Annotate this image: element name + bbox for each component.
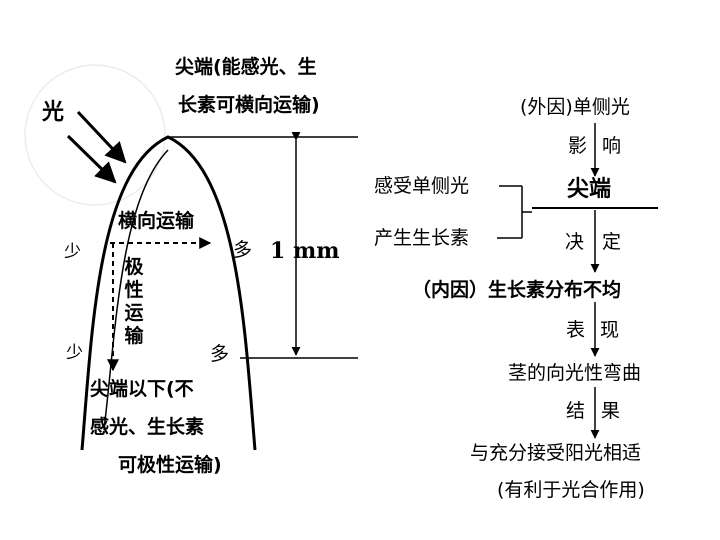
influence-char-2: 响 bbox=[602, 135, 622, 157]
coleoptile-inner-line bbox=[103, 149, 169, 431]
external-cause: (外因)单侧光 bbox=[520, 96, 630, 118]
internal-cause: （内因）生长素分布不均 bbox=[412, 279, 622, 301]
result-char-1: 结 bbox=[566, 400, 586, 422]
tip-node: 尖端 bbox=[567, 177, 612, 202]
more-label-bottom: 多 bbox=[210, 343, 230, 365]
show-char-1: 表 bbox=[566, 319, 586, 341]
below-tip-line1: 尖端以下(不 bbox=[90, 378, 194, 400]
tip-description-line1: 尖端(能感光、生 bbox=[175, 56, 317, 78]
show-char-2: 现 bbox=[600, 319, 620, 341]
light-label: 光 bbox=[42, 100, 65, 125]
influence-char-1: 影 bbox=[568, 135, 588, 157]
more-label-top: 多 bbox=[233, 239, 253, 261]
phototropism-node: 茎的向光性弯曲 bbox=[508, 362, 642, 384]
length-label: 1 mm bbox=[270, 238, 340, 264]
tip-description-line2: 长素可横向运输) bbox=[178, 94, 320, 116]
less-label-top: 少 bbox=[64, 242, 81, 262]
below-tip-line3: 可极性运输) bbox=[118, 454, 222, 476]
adaptation-line1: 与充分接受阳光相适 bbox=[470, 442, 642, 464]
result-char-2: 果 bbox=[601, 400, 621, 422]
adaptation-line2: (有利于光合作用) bbox=[497, 479, 645, 501]
produce-auxin-label: 产生生长素 bbox=[374, 227, 470, 249]
decide-char-2: 定 bbox=[602, 231, 622, 253]
lateral-transport-label: 横向运输 bbox=[118, 210, 195, 232]
light-arrow-2 bbox=[66, 134, 117, 184]
less-label-bottom: 少 bbox=[66, 343, 83, 363]
decide-char-1: 决 bbox=[565, 231, 585, 253]
light-arrow-1 bbox=[76, 110, 127, 164]
coleoptile-outline bbox=[80, 135, 257, 451]
light-halo bbox=[24, 64, 166, 206]
below-tip-line2: 感光、生长素 bbox=[90, 416, 205, 438]
polar-transport-label: 极性运输 bbox=[124, 256, 144, 347]
sense-light-label: 感受单侧光 bbox=[374, 175, 470, 197]
